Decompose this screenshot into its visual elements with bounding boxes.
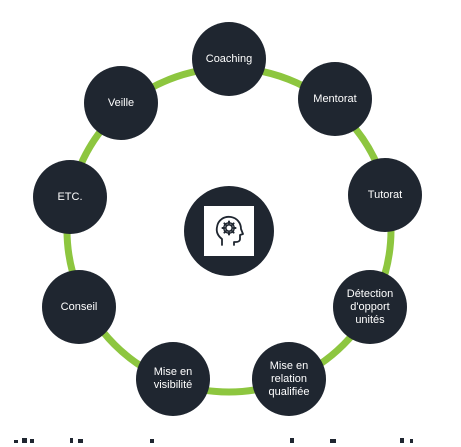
node-mise-en-relation: Mise en relation qualifiée (252, 342, 326, 416)
center-icon-box (204, 206, 254, 256)
node-coaching: Coaching (192, 22, 266, 96)
node-mise-en-visibilite: Mise en visibilité (136, 342, 210, 416)
node-label: Veille (107, 96, 135, 109)
node-veille: Veille (84, 66, 158, 140)
node-conseil: Conseil (42, 270, 116, 344)
node-detection: Détection d'opport unités (333, 270, 407, 344)
node-label: Mise en relation qualifiée (268, 359, 310, 398)
clipped-text-row (14, 438, 413, 443)
node-label: Mentorat (313, 92, 357, 105)
node-label: Mise en visibilité (153, 366, 193, 391)
head-gear-icon (215, 215, 244, 246)
node-label: Conseil (60, 300, 98, 313)
node-label: Détection d'opport unités (346, 287, 394, 326)
node-tutorat: Tutorat (348, 158, 422, 232)
node-label: Coaching (205, 52, 253, 65)
node-etc: ETC. (33, 160, 107, 234)
node-mentorat: Mentorat (298, 62, 372, 136)
node-label: Tutorat (367, 188, 403, 201)
center-node (184, 186, 274, 276)
node-label: ETC. (57, 190, 83, 203)
